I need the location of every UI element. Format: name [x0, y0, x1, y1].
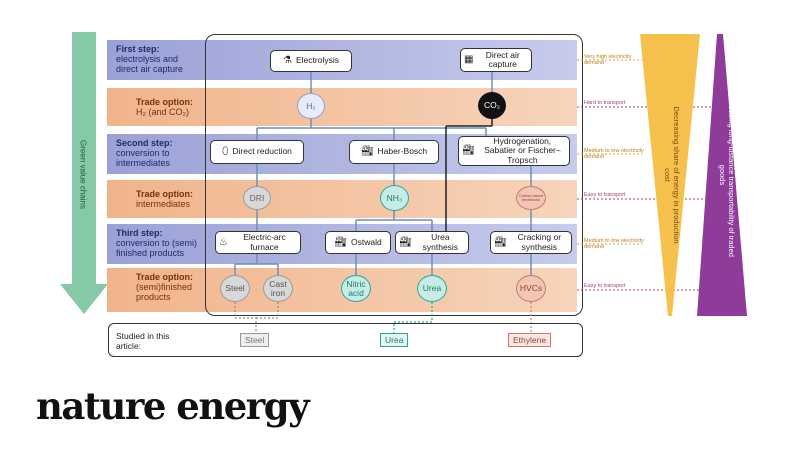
factory-icon: 🏭︎	[334, 236, 347, 248]
studied-steel: Steel	[240, 333, 270, 347]
commodity-steel: Steel	[220, 275, 250, 302]
right-label-1: Very high electricity demand	[584, 54, 632, 67]
band-trade-intermediates	[107, 180, 577, 218]
process-frame	[205, 34, 583, 316]
process-electrolysis: ⚗Electrolysis	[270, 50, 352, 72]
energy-cost-wedge	[640, 34, 700, 316]
furnace-icon: ♨	[219, 236, 228, 248]
process-cracking: 🏭︎Cracking or synthesis	[490, 231, 572, 254]
process-ostwald: 🏭︎Ostwald	[325, 231, 391, 254]
step-label-5: Third step:conversion to (semi) finished…	[116, 228, 198, 258]
step-label-4: Trade option:intermediates	[136, 189, 193, 209]
commodity-carbon-feedstocks: Carbon-based feedstocks	[516, 186, 546, 210]
energy-cost-wedge-label: Decreasing share of energy in production…	[663, 106, 681, 244]
process-urea-synthesis: 🏭︎Urea synthesis	[395, 231, 469, 254]
commodity-co2: CO₂	[478, 92, 506, 119]
studied-ethylene: Ethylene	[508, 333, 552, 347]
studied-urea: Urea	[380, 333, 409, 347]
green-value-chains-arrow	[60, 32, 108, 314]
air-capture-icon: ▦	[464, 54, 474, 65]
right-label-6: Easy to transport	[584, 283, 626, 289]
shaft-furnace-icon: ⬯	[222, 146, 229, 157]
commodity-hvcs: HVCs	[516, 275, 546, 302]
process-direct-air-capture: ▦Direct air capture	[460, 48, 532, 72]
right-label-3: Medium to low electricity demand	[584, 148, 644, 161]
step-label-1: First step:electrolysis and direct air c…	[116, 44, 184, 74]
transportability-wedge-label: Increasing long-distance transportabilit…	[718, 93, 736, 257]
commodity-h2: H₂	[297, 93, 325, 119]
nature-energy-logo: nature energy	[36, 384, 310, 428]
studied-box	[108, 323, 583, 357]
studied-label: Studied in this article:	[116, 331, 170, 351]
step-label-3: Second step:conversion to intermediates	[116, 138, 173, 168]
process-direct-reduction: ⬯Direct reduction	[210, 140, 304, 164]
electrolyzer-icon: ⚗	[283, 55, 292, 66]
process-haber-bosch: 🏭︎Haber-Bosch	[349, 140, 439, 164]
commodity-nh3: NH₃	[380, 185, 409, 211]
factory-icon: 🏭︎	[360, 146, 374, 157]
right-label-4: Easy to transport	[584, 192, 626, 198]
step-label-2: Trade option:H₂ (and CO₂)	[136, 97, 193, 117]
factory-icon: 🏭︎	[462, 145, 475, 156]
commodity-dri: DRI	[243, 186, 271, 210]
step-label-6: Trade option:(semi)finished products	[136, 272, 193, 302]
commodity-cast-iron: Cast iron	[263, 275, 293, 302]
transportability-wedge	[697, 34, 747, 316]
right-label-5: Medium to low electricity demand	[584, 238, 644, 251]
right-label-2: Hard to transport	[584, 100, 626, 106]
process-electric-arc-furnace: ♨Electric-arc furnace	[215, 231, 301, 254]
process-hydrogenation: 🏭︎Hydrogenation, Sabatier or Fischer–Tro…	[458, 136, 570, 166]
factory-icon: 🏭︎	[399, 236, 412, 248]
factory-icon: 🏭︎	[494, 236, 507, 248]
commodity-urea: Urea	[417, 275, 447, 302]
commodity-nitric-acid: Nitric acid	[341, 275, 371, 302]
